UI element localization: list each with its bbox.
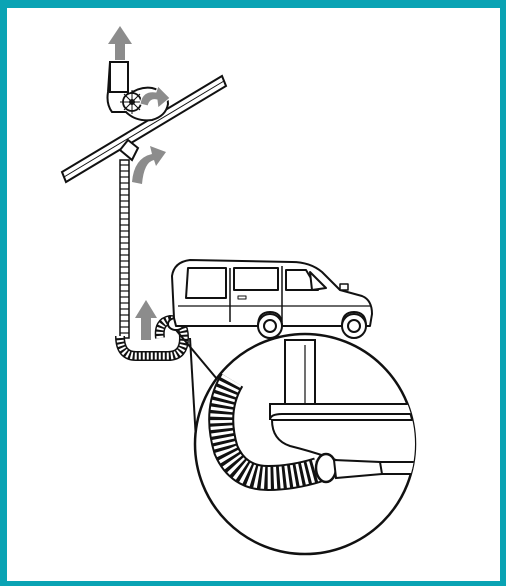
curved-arrow-icon bbox=[132, 146, 166, 184]
up-arrow-icon bbox=[108, 26, 132, 60]
up-arrow-icon bbox=[135, 300, 157, 340]
curved-arrow-icon bbox=[139, 85, 171, 109]
van-icon bbox=[171, 259, 373, 339]
zoom-leader-lines bbox=[175, 329, 223, 441]
ceiling-beam bbox=[60, 74, 228, 184]
tailpipe-detail-zoom bbox=[193, 332, 417, 556]
exhaust-fan-icon bbox=[106, 61, 170, 122]
